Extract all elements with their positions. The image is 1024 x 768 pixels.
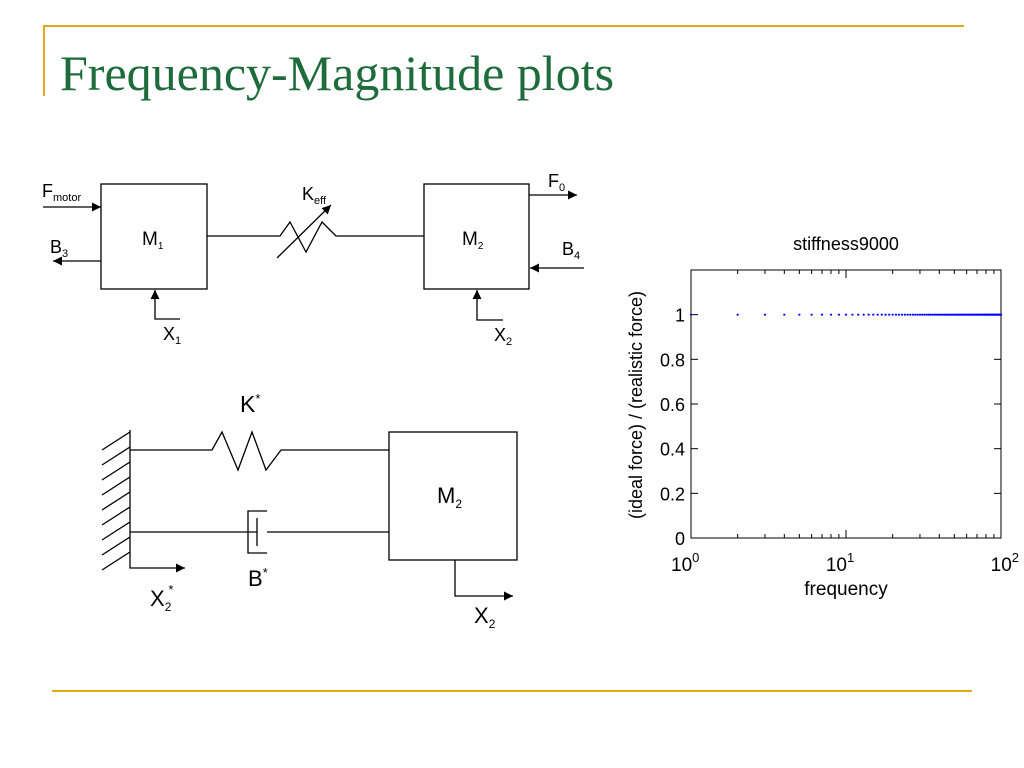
spring-label: Keff xyxy=(302,184,327,207)
damper-3-label: B3 xyxy=(50,237,68,260)
data-point xyxy=(939,313,943,316)
data-points xyxy=(689,313,1003,316)
disp-1-label: X1 xyxy=(163,324,181,347)
equivalent-model-labels: K* M2 B* X2* X2 xyxy=(150,391,496,631)
data-point xyxy=(897,313,901,316)
title-accent-bar xyxy=(43,26,45,96)
data-point xyxy=(931,313,934,316)
frequency-magnitude-chart: 0 0.2 0.4 0.6 0.8 1 100 101 102 stiffness9000 f… xyxy=(626,234,1019,600)
output-force-label: F0 xyxy=(548,171,565,194)
equivalent-spring xyxy=(130,430,389,472)
data-point xyxy=(936,313,939,316)
x-tick-label: 100 xyxy=(671,550,699,576)
data-point xyxy=(736,313,739,316)
data-point xyxy=(906,313,909,316)
data-point xyxy=(903,313,907,316)
data-point xyxy=(851,313,854,316)
x-minor-ticks xyxy=(737,270,995,538)
ground-hatching xyxy=(101,431,131,571)
data-point xyxy=(894,313,898,316)
data-point xyxy=(932,313,936,316)
two-mass-diagram xyxy=(43,183,584,321)
data-point xyxy=(925,313,928,316)
two-mass-labels: M1 M2 Keff Fmotor B3 X1 F0 B4 X2 xyxy=(42,171,580,348)
data-point xyxy=(872,313,875,316)
motor-force-label: Fmotor xyxy=(42,181,81,204)
data-point xyxy=(884,313,887,316)
y-tick-label: 0.4 xyxy=(660,440,685,460)
equivalent-mass-label: M2 xyxy=(437,483,462,511)
y-tick-label: 0.2 xyxy=(660,484,685,504)
mass-1-label: M1 xyxy=(142,229,164,252)
disp-2-label: X2 xyxy=(494,325,512,348)
y-tick-label: 1 xyxy=(675,306,685,326)
effective-spring xyxy=(207,220,424,254)
data-point xyxy=(929,313,932,316)
data-point xyxy=(999,313,1003,316)
data-point xyxy=(900,313,904,316)
data-point xyxy=(923,313,926,316)
x-ticks: 100 101 102 xyxy=(671,270,1019,576)
data-point xyxy=(916,313,919,316)
ground-disp-arrow xyxy=(129,558,185,573)
bottom-rule xyxy=(52,690,972,692)
data-point xyxy=(837,313,841,316)
data-point xyxy=(909,313,912,316)
mass-disp-label: X2 xyxy=(474,603,496,631)
data-point xyxy=(938,313,941,316)
disp-1-arrow xyxy=(150,290,180,320)
equivalent-mass-block xyxy=(388,431,518,561)
data-point xyxy=(689,313,693,316)
data-point xyxy=(829,313,833,316)
top-rule xyxy=(43,25,964,27)
equivalent-model-diagram xyxy=(101,430,518,601)
equivalent-damper-label: B* xyxy=(248,565,268,591)
data-point xyxy=(820,313,824,316)
data-point xyxy=(857,313,860,316)
equivalent-spring-label: K* xyxy=(240,391,260,417)
data-point xyxy=(944,313,947,316)
y-axis-label: (ideal force) / (realistic force) xyxy=(626,291,646,519)
data-point xyxy=(876,313,879,316)
disp-2-arrow xyxy=(472,290,503,321)
ground-disp-label: X2* xyxy=(150,582,173,614)
data-point xyxy=(921,313,924,316)
data-point xyxy=(927,313,930,316)
x-axis-label: frequency xyxy=(804,579,888,600)
y-tick-label: 0.8 xyxy=(660,350,685,370)
chart-title: stiffness9000 xyxy=(793,234,899,254)
y-tick-label: 0 xyxy=(675,529,685,549)
mass-disp-arrow xyxy=(454,560,513,601)
x-tick-label: 101 xyxy=(826,550,854,576)
data-point xyxy=(862,313,865,316)
mass-2-label: M2 xyxy=(462,229,484,252)
data-point xyxy=(763,313,767,316)
slide-title: Frequency-Magnitude plots xyxy=(60,45,615,101)
data-point xyxy=(888,313,891,316)
spring-adjust-arrow xyxy=(276,204,332,259)
data-point xyxy=(891,313,894,316)
data-point xyxy=(867,313,870,316)
data-point xyxy=(941,313,944,316)
plot-frame xyxy=(690,269,1002,539)
data-point xyxy=(810,313,813,316)
data-point xyxy=(943,313,946,316)
data-point xyxy=(844,313,848,316)
data-point xyxy=(783,313,786,316)
data-point xyxy=(911,313,914,316)
data-point xyxy=(934,313,937,316)
data-point xyxy=(914,313,917,316)
x-tick-label: 102 xyxy=(991,550,1019,576)
data-point xyxy=(880,313,883,316)
y-ticks: 0 0.2 0.4 0.6 0.8 1 xyxy=(660,306,1001,549)
damper-4-label: B4 xyxy=(562,239,580,262)
data-point xyxy=(918,313,922,316)
damper-cylinder xyxy=(247,510,267,554)
y-tick-label: 0.6 xyxy=(660,395,685,415)
data-point xyxy=(798,313,801,316)
